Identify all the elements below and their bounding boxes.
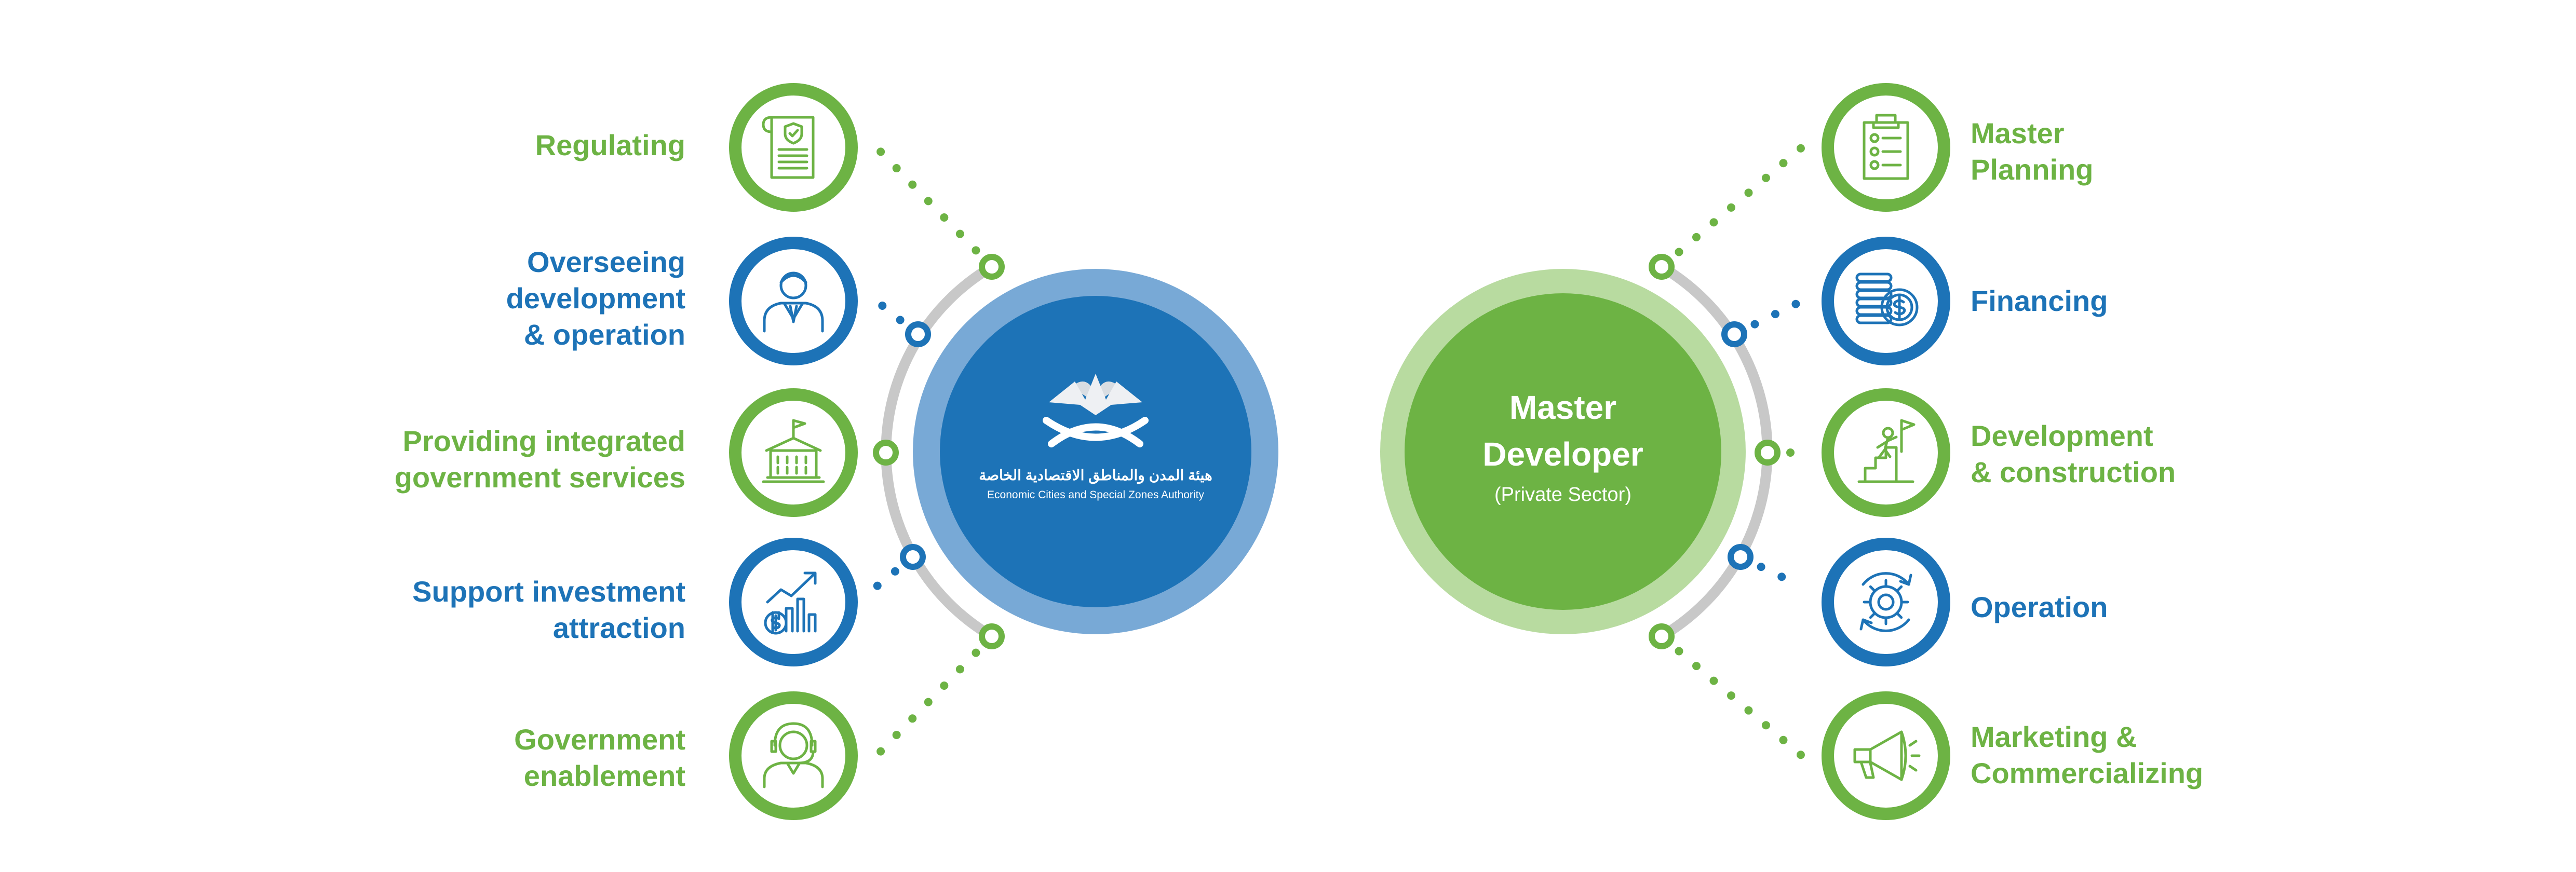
left-node-5 xyxy=(979,623,1005,649)
private-sector-subtitle: (Private Sector) xyxy=(1494,484,1631,506)
role-label-line: attraction xyxy=(552,611,685,644)
role-label-line: development xyxy=(506,282,685,315)
headset-agent-icon xyxy=(763,722,824,788)
megaphone-icon-badge xyxy=(1822,691,1950,820)
role-label-development-construction: Development & construction xyxy=(1971,418,2261,491)
government-building-icon-badge xyxy=(729,388,858,517)
role-label-government-services: Providing integrated government services xyxy=(363,423,685,496)
role-label-line: government services xyxy=(394,461,685,494)
hub-title-line-2: Developer xyxy=(1482,435,1643,473)
role-label-line: Regulating xyxy=(535,129,685,161)
right-dotted-connectors xyxy=(1657,143,1806,760)
right-node-5 xyxy=(1649,623,1675,649)
role-label-line: Planning xyxy=(1971,153,2094,186)
document-shield-icon-badge xyxy=(729,83,858,212)
master-developer-title: Master Developer xyxy=(1433,384,1693,478)
hub-title-line-1: Master xyxy=(1509,389,1617,426)
icon-ring xyxy=(729,538,858,666)
role-label-line: & operation xyxy=(523,318,685,351)
role-label-line: Providing integrated xyxy=(402,425,686,457)
gear-cycle-icon-badge xyxy=(1822,538,1950,666)
icon-ring xyxy=(1822,538,1950,666)
clipboard-list-icon xyxy=(1863,114,1909,180)
right-node-4 xyxy=(1728,544,1754,570)
icon-ring xyxy=(729,691,858,820)
climber-flag-icon xyxy=(1857,419,1916,483)
left-node-3 xyxy=(873,440,899,466)
role-label-regulating: Regulating xyxy=(415,127,685,164)
right-node-3 xyxy=(1755,440,1781,466)
left-node-4 xyxy=(900,544,926,570)
eczones-star-logo-icon xyxy=(1043,374,1149,447)
icon-ring xyxy=(1822,237,1950,365)
person-suit-icon xyxy=(763,271,824,333)
coins-dollar-icon xyxy=(1855,272,1919,326)
role-label-line: & construction xyxy=(1971,456,2176,488)
headset-agent-icon-badge xyxy=(729,691,858,820)
role-label-line: Government xyxy=(514,723,685,756)
role-label-overseeing: Overseeing development& operation xyxy=(415,244,685,353)
authority-name-arabic: هيئة المدن والمناطق الاقتصادية الخاصة xyxy=(979,467,1212,483)
person-suit-icon-badge xyxy=(729,237,858,365)
government-building-icon xyxy=(762,419,825,483)
role-label-line: Marketing & xyxy=(1971,720,2137,753)
icon-ring xyxy=(729,237,858,365)
clipboard-list-icon-badge xyxy=(1822,83,1950,212)
growth-chart-icon-badge xyxy=(729,538,858,666)
coins-dollar-icon-badge xyxy=(1822,237,1950,365)
role-label-financing: Financing xyxy=(1971,283,2241,319)
role-label-operation: Operation xyxy=(1971,589,2241,625)
role-label-line: Overseeing xyxy=(527,246,685,278)
left-connector-nodes xyxy=(873,254,1005,649)
right-node-1 xyxy=(1649,254,1675,280)
right-node-2 xyxy=(1721,321,1747,347)
role-label-line: Operation xyxy=(1971,591,2108,623)
icon-ring xyxy=(729,83,858,212)
role-label-line: Commercializing xyxy=(1971,757,2204,789)
role-label-line: enablement xyxy=(523,759,685,792)
left-node-1 xyxy=(979,254,1005,280)
left-node-2 xyxy=(905,321,931,347)
role-label-marketing: Marketing & Commercializing xyxy=(1971,719,2261,792)
right-hub xyxy=(1380,269,1746,634)
role-label-line: Master xyxy=(1971,117,2065,149)
document-shield-icon xyxy=(762,116,815,179)
climber-flag-icon-badge xyxy=(1822,388,1950,517)
icon-ring xyxy=(1822,691,1950,820)
icon-ring xyxy=(729,388,858,517)
role-label-line: Financing xyxy=(1971,284,2108,317)
role-label-line: Support investment xyxy=(412,575,685,608)
authority-name-english: Economic Cities and Special Zones Author… xyxy=(987,489,1204,501)
role-label-line: Development xyxy=(1971,419,2153,452)
icon-ring xyxy=(1822,83,1950,212)
right-connector-nodes xyxy=(1649,254,1781,649)
megaphone-icon xyxy=(1853,730,1921,781)
growth-chart-icon xyxy=(764,571,817,635)
gear-cycle-icon xyxy=(1859,572,1912,632)
left-hub xyxy=(913,269,1278,634)
